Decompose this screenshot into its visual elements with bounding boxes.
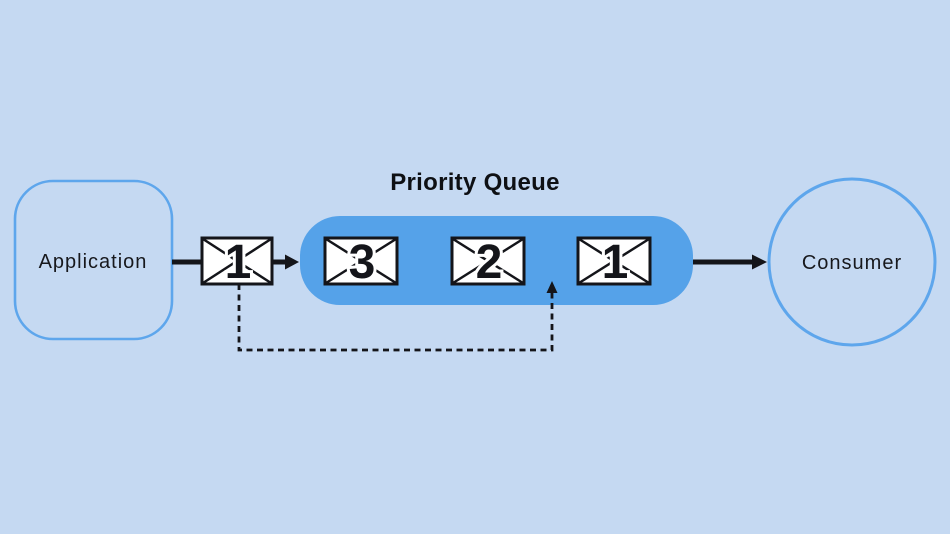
message-envelope-incoming: 1 — [200, 233, 274, 292]
dashed-path-line — [237, 284, 554, 352]
consumer-node: Consumer — [767, 177, 937, 347]
message-envelope-queue-pos1: 3 — [323, 233, 399, 292]
message-envelope-queue-pos3: 1 — [576, 233, 652, 292]
arrow-head-icon — [285, 254, 299, 270]
dashed-arrow-head-icon — [546, 281, 558, 293]
dashed-insertion-path — [237, 281, 558, 352]
message-envelope-queue-pos2: 2 — [450, 233, 526, 292]
consumer-node-outline — [767, 177, 937, 347]
envelope-diagonal — [578, 237, 650, 285]
priority-number: 3 — [349, 236, 376, 289]
arrow-message-to-queue — [271, 254, 299, 270]
application-label: Application — [39, 251, 148, 273]
priority-number: 1 — [602, 236, 629, 289]
priority-number: 2 — [476, 236, 503, 289]
diagram-title: Priority Queue — [390, 169, 560, 196]
priority-number: 1 — [225, 236, 252, 289]
envelope-diagonal — [452, 237, 524, 285]
envelope-diagonal — [202, 237, 272, 285]
arrow-queue-to-consumer — [693, 254, 767, 270]
consumer-label: Consumer — [802, 252, 902, 274]
envelope-diagonal — [325, 237, 397, 285]
arrow-head-icon — [752, 254, 767, 270]
